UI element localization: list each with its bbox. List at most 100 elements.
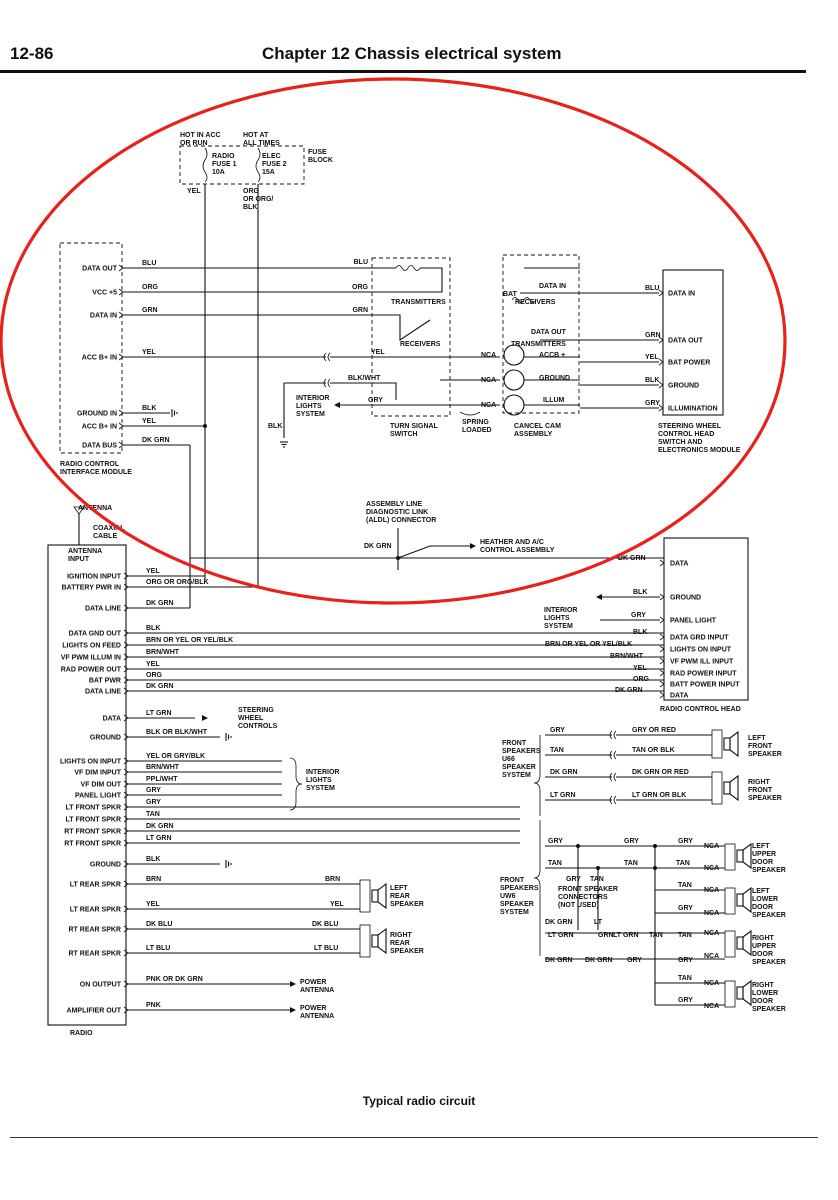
transmitter-resistor-icon: [395, 265, 421, 271]
speaker-magnet: [736, 893, 744, 907]
radio-pin-label: DATA LINE: [85, 689, 121, 696]
antenna-label: ANTENNA: [78, 505, 112, 512]
radio-wire-label: BLK: [146, 856, 160, 863]
acc-splice-dot: [203, 424, 207, 428]
nca-label: NCA: [704, 887, 719, 894]
interior-arrow-icon: [334, 402, 340, 408]
speaker-magnet: [736, 986, 744, 1000]
uw6-tan-label: TAN: [548, 860, 562, 867]
interface-pin-label: GROUND IN: [77, 411, 117, 418]
radio-pin-label: LT FRONT SPKR: [66, 817, 121, 824]
ts-transmitters-label: TRANSMITTERS: [391, 299, 446, 306]
cancel-cam-contact-icon: [503, 394, 525, 416]
door-speaker-connector: [724, 930, 736, 958]
interface-pin-label: ACC B+ IN: [82, 355, 117, 362]
lt-rear-brn-label: BRN: [325, 876, 340, 883]
radio-wire-label: GRY: [146, 787, 161, 794]
head-ground-arrow-icon: [596, 594, 602, 600]
radio-pin-label: RT FRONT SPKR: [64, 829, 121, 836]
radio-wire-label: PNK: [146, 1002, 161, 1009]
cancel-cam-contact-icon: [503, 369, 525, 391]
control-head-label: RADIO CONTROL HEAD: [660, 706, 741, 713]
radio-wire-label: DK GRN: [146, 600, 174, 607]
figure-caption: Typical radio circuit: [362, 1094, 476, 1108]
lt-rear-yel-label: YEL: [330, 901, 344, 908]
interface-wire-label: YEL: [142, 349, 156, 356]
head-gry-label: GRY: [631, 612, 646, 619]
control-head-pin-label: DATA: [670, 561, 688, 568]
left-rear-speaker-icon: [371, 882, 387, 910]
uw6-branch-label: GRY: [678, 905, 693, 912]
radio-wire-label: BLK OR BLK/WHT: [146, 729, 208, 736]
radio-pin-label: BATTERY PWR IN: [62, 585, 121, 592]
uw6-branch-label: TAN: [678, 882, 692, 889]
cam-transmitters-label: TRANSMITTERS: [511, 341, 566, 348]
u66-wire-in-label: TAN: [550, 747, 564, 754]
steering-pin-label: GROUND: [668, 383, 699, 390]
right-rear-speaker-icon: [371, 927, 387, 955]
ts-receivers-label: RECEIVERS: [400, 341, 441, 348]
fuse1-wire-label: YEL: [187, 188, 201, 195]
uw6-gry-label-2: GRY: [624, 838, 639, 845]
speaker-cone: [377, 882, 387, 910]
ts-grn-label: GRN: [352, 307, 368, 314]
speaker-magnet: [736, 849, 744, 863]
radio-pin-label: VF DIM OUT: [81, 782, 122, 789]
cam-illum-label: ILLUM: [543, 397, 565, 404]
u66-brace-icon: [533, 735, 541, 816]
ts-blu-label: BLU: [354, 259, 368, 266]
radio-pin-label: BAT PWR: [89, 678, 121, 685]
door-speaker-connector: [724, 980, 736, 1008]
uw6-gry-stub: GRY: [566, 876, 581, 883]
page-number: 12-86: [10, 44, 54, 63]
steering-pin: [658, 404, 664, 412]
radio-ground-icon-2: [225, 860, 232, 868]
uw6-gry-label-5: GRY: [678, 957, 693, 964]
radio-wire-label: PPL/WHT: [146, 776, 178, 783]
door-speaker-icon: [736, 842, 752, 870]
control-head-pin-label: BATT POWER INPUT: [670, 682, 740, 689]
uw6-branch-label: GRY: [678, 997, 693, 1004]
speaker-cone: [377, 927, 387, 955]
uw6-ltgrn-label-2: LT GRN: [613, 932, 639, 939]
blk-wht-wire: [330, 382, 397, 400]
interface-ground-icon: [171, 409, 178, 417]
radio-pin-label: IGNITION INPUT: [67, 574, 122, 581]
radio-pin-label: GROUND: [90, 735, 121, 742]
nca-label: NCA: [704, 865, 719, 872]
control-head-pin: [659, 559, 665, 567]
speaker-magnet: [723, 781, 731, 795]
radio-wire-label: YEL: [146, 901, 160, 908]
fuse-block-outline: [179, 145, 305, 185]
right-front-speaker-icon: [723, 774, 739, 802]
cam-receivers-label: RECEIVERS: [515, 299, 556, 306]
radio-wire-label: YEL OR GRY/BLK: [146, 753, 205, 760]
highlight-ellipse: [0, 77, 787, 605]
steering-wire-label: BLU: [645, 285, 659, 292]
header-rule: [0, 70, 806, 73]
connector-break-icon: [609, 772, 617, 782]
uw6-dkgrn-label: DK GRN: [545, 957, 573, 964]
nca-label: NCA: [704, 843, 719, 850]
head-brnwht-label: BRN/WHT: [610, 653, 644, 660]
control-head-outline: [663, 537, 749, 701]
rt-rear-connector: [359, 924, 371, 958]
interface-wire-label: BLK: [142, 405, 156, 412]
radio-pin-label: RT REAR SPKR: [68, 951, 121, 958]
nca-label: NCA: [704, 980, 719, 987]
uw6-gry-label-3: GRY: [678, 838, 693, 845]
cam-nca-label: NCA: [481, 352, 496, 359]
door-speaker-icon: [736, 886, 752, 914]
door-speaker-icon: [736, 979, 752, 1007]
radio-wire-label: ORG: [146, 672, 163, 679]
